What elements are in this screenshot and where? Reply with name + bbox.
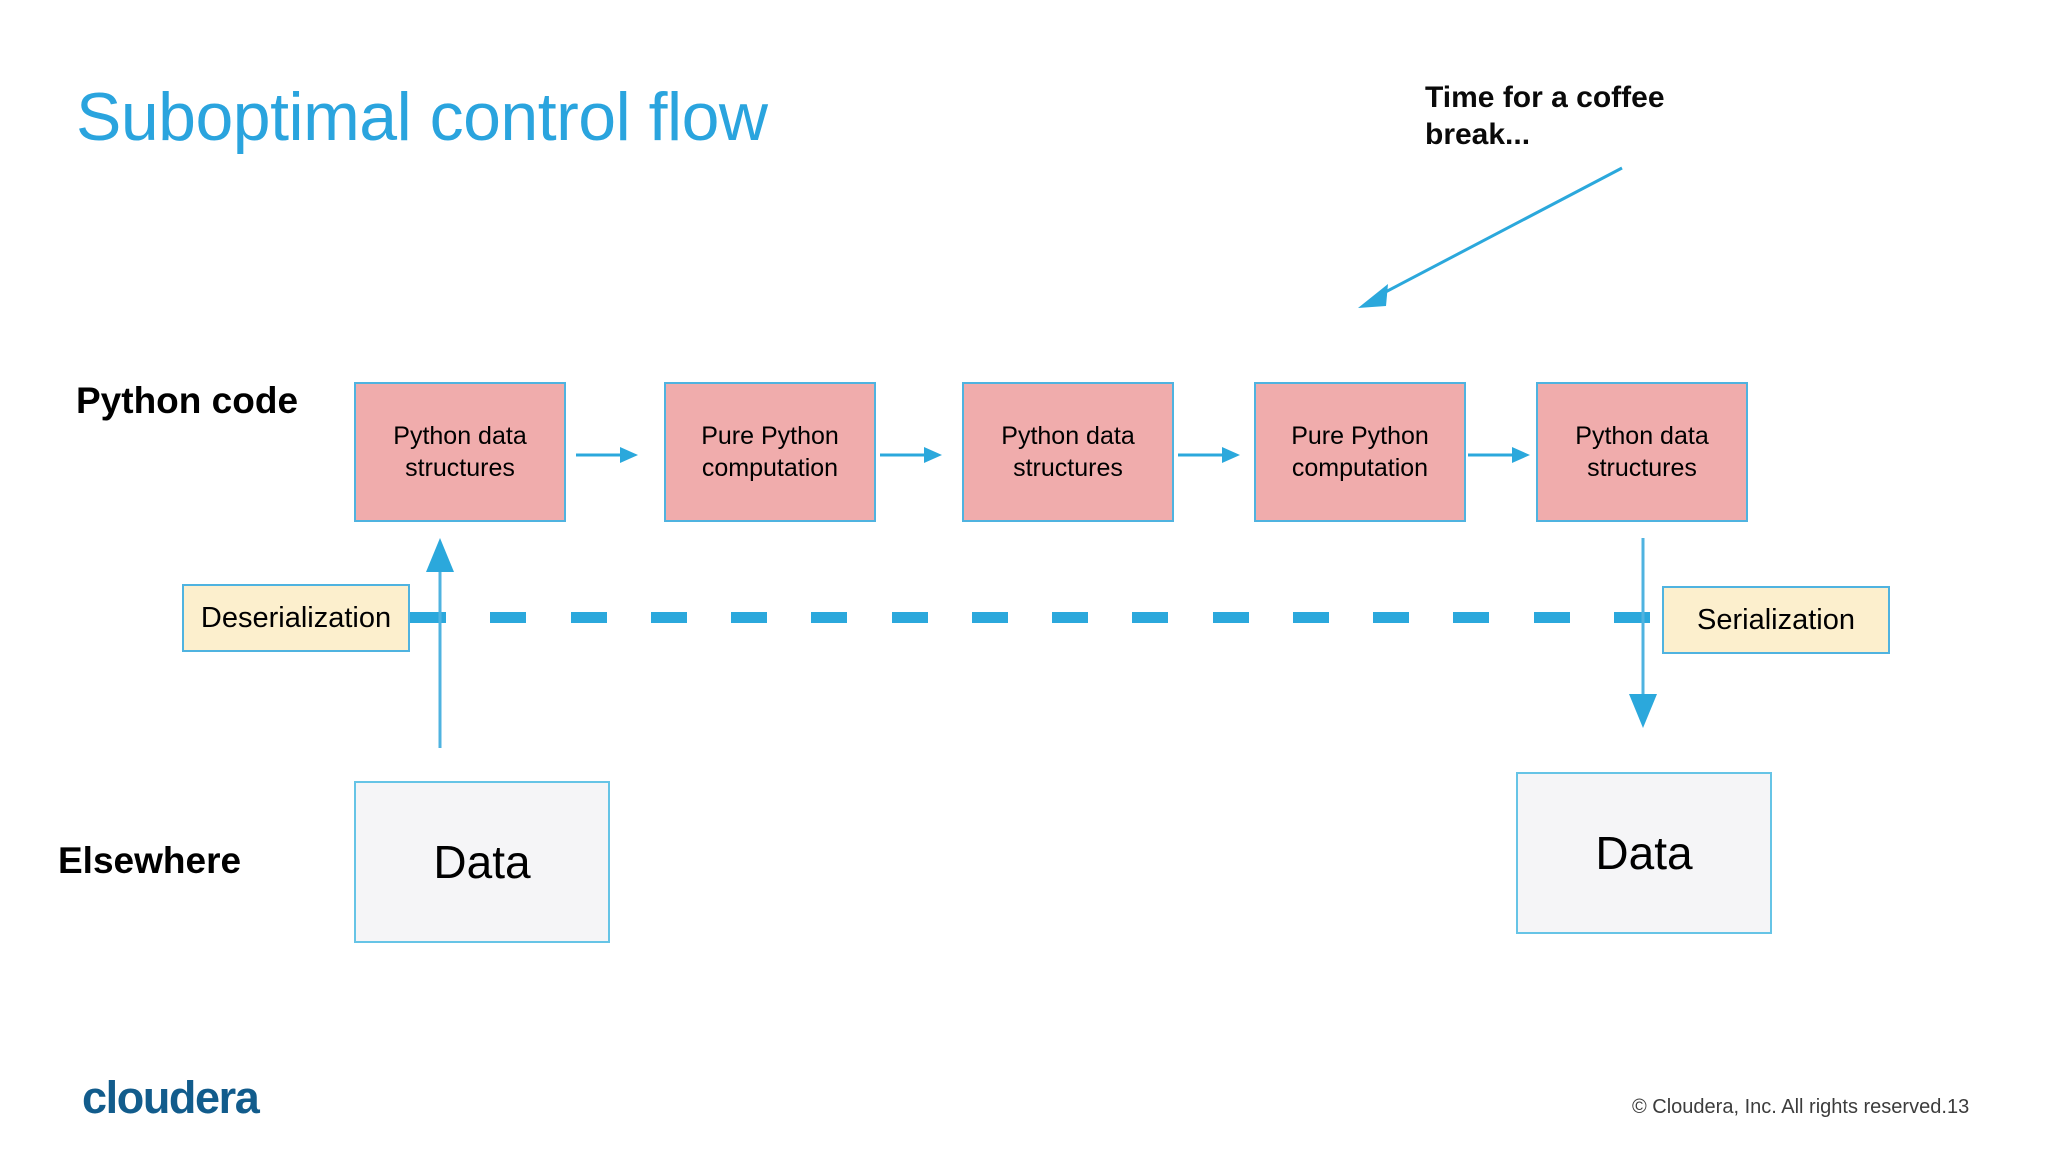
- boundary-dash-segment: [1132, 612, 1168, 623]
- boundary-dash-segment: [892, 612, 928, 623]
- boundary-dash-segment: [1453, 612, 1489, 623]
- boundary-dash-segment: [1213, 612, 1249, 623]
- boundary-dash-segment: [410, 612, 446, 623]
- row-label-elsewhere: Elsewhere: [58, 840, 242, 881]
- boundary-dash-segment: [651, 612, 687, 623]
- callout-arrow-icon: [1358, 166, 1623, 308]
- cloudera-logo: cloudera: [82, 1072, 260, 1123]
- page-title: Suboptimal control flow: [76, 79, 768, 155]
- boundary-dash-segment: [811, 612, 847, 623]
- arrow-right-icon: [1178, 447, 1240, 463]
- pipeline-step-box: Python data structures: [354, 382, 566, 522]
- arrow-right-icon: [576, 447, 638, 463]
- boundary-dash-segment: [490, 612, 526, 623]
- callout-text: Time for a coffee break...: [1425, 81, 1665, 151]
- boundary-dash-segment: [1373, 612, 1409, 623]
- pipeline-step-box: Python data structures: [1536, 382, 1748, 522]
- boundary-dash-segment: [1614, 612, 1650, 623]
- serialization-box: Serialization: [1662, 586, 1890, 654]
- page-number: 13: [1947, 1096, 1970, 1118]
- footer-copyright: © Cloudera, Inc. All rights reserved.: [1632, 1096, 1947, 1118]
- arrow-right-icon: [880, 447, 942, 463]
- data-store-box-left: Data: [354, 781, 610, 943]
- boundary-dash-segment: [1293, 612, 1329, 623]
- boundary-dash-segment: [731, 612, 767, 623]
- boundary-dashed-line: [410, 612, 1650, 623]
- pipeline-step-box: Python data structures: [962, 382, 1174, 522]
- arrow-up-icon: [426, 538, 454, 748]
- boundary-dash-segment: [972, 612, 1008, 623]
- arrow-right-icon: [1468, 447, 1530, 463]
- arrow-down-icon: [1629, 538, 1657, 728]
- boundary-dash-segment: [571, 612, 607, 623]
- data-store-box-right: Data: [1516, 772, 1772, 934]
- pipeline-step-box: Pure Python computation: [664, 382, 876, 522]
- deserialization-box: Deserialization: [182, 584, 410, 652]
- boundary-dash-segment: [1052, 612, 1088, 623]
- pipeline-step-box: Pure Python computation: [1254, 382, 1466, 522]
- row-label-python-code: Python code: [76, 380, 299, 421]
- boundary-dash-segment: [1534, 612, 1570, 623]
